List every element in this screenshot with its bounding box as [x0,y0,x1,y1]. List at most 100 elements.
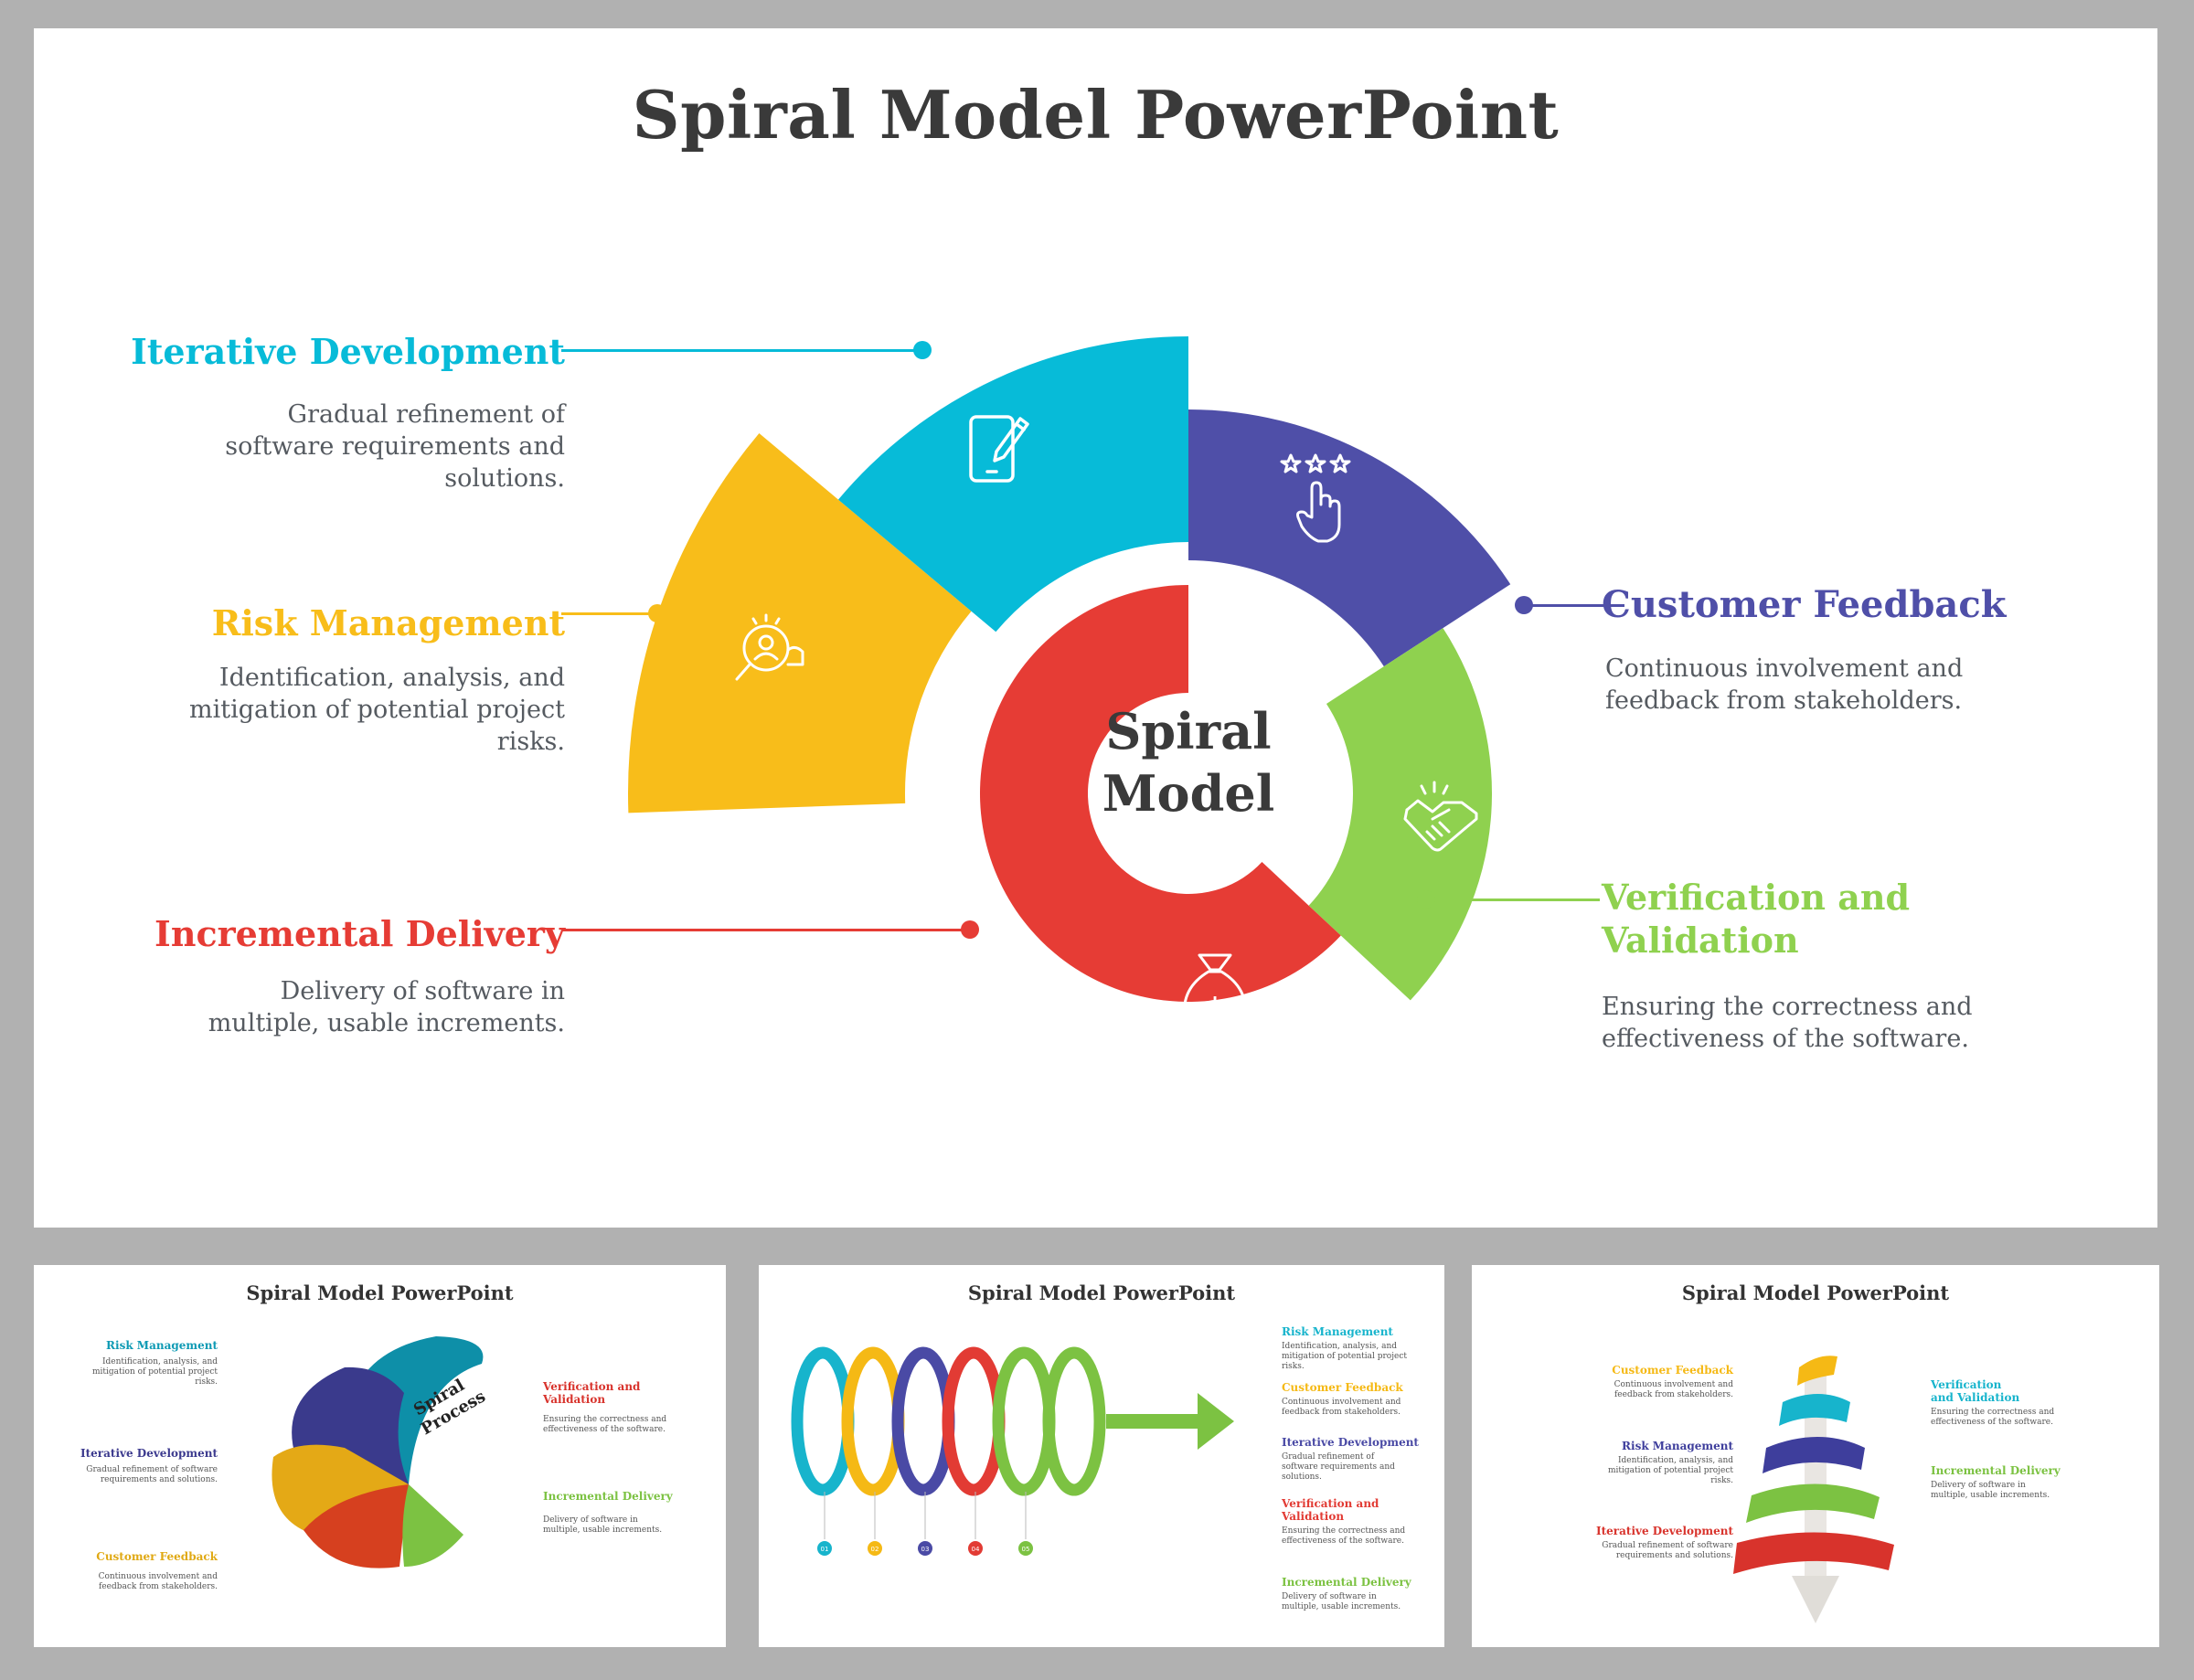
thumb-title: Spiral Model PowerPoint [246,1281,514,1304]
item-description: Ensuring the correctness and effectivene… [1282,1526,1406,1546]
item-heading: Incremental Delivery [1282,1576,1411,1589]
stage-heading: Customer Feedback [1602,583,2007,626]
step-number-badge [968,1541,983,1556]
item-heading: Customer Feedback [1612,1364,1733,1377]
tree-arrow-head [1792,1576,1839,1623]
step-number: 04 [972,1546,980,1553]
item-heading: Verification and Validation [1931,1378,2020,1404]
coil-loop [841,1346,905,1496]
item-heading: Verification and Validation [1282,1497,1379,1523]
thumbnail-slide-3[interactable]: Spiral Model PowerPoint Customer Feedbac… [1472,1265,2159,1647]
ribbon-segment [1746,1483,1880,1523]
spiral-fan-diagram: Spiral Process [272,1336,489,1568]
coil-loop [1042,1346,1106,1496]
stage-heading-line2: Validation [1602,920,1799,961]
step-number: 02 [871,1546,879,1553]
item-description: Ensuring the correctness and effectivene… [543,1415,667,1434]
coil-loop [942,1346,1006,1496]
connector-dot [913,341,932,359]
coil-loop [992,1346,1056,1496]
item-description: Identification, analysis, and mitigation… [1282,1342,1407,1371]
connector-line [1426,898,1600,901]
item-description: Delivery of software in multiple, usable… [543,1515,663,1535]
thumbnail-slide-2[interactable]: Spiral Model PowerPoint 01 02 03 04 05 Risk … [759,1265,1444,1647]
main-slide[interactable]: Spiral Model PowerPoint [34,28,2157,1228]
step-number-badge [817,1541,832,1556]
item-heading: Iterative Development [1596,1525,1733,1537]
item-description: Identification, analysis, and mitigation… [92,1357,218,1387]
segment-incremental-delivery [979,585,1341,1003]
item-heading: Risk Management [1622,1440,1733,1452]
item-description: Continuous involvement and feedback from… [1282,1398,1401,1417]
stage-description: Continuous involvement and feedback from… [1605,654,1964,715]
item-heading: Iterative Development [1282,1436,1419,1449]
stage-description: Identification, analysis, and mitigation… [189,664,565,756]
step-number-badge [868,1541,882,1556]
spiral-diagram: $ Spiral Model [627,336,1511,1041]
stage-description: Delivery of software in multiple, usable… [208,977,565,1037]
item-heading: Risk Management [1282,1325,1393,1338]
thumb-title: Spiral Model PowerPoint [967,1281,1236,1304]
connector-dot [961,920,979,939]
svg-text:$: $ [1203,992,1226,1029]
stage-heading: Incremental Delivery [154,913,565,954]
segment-iterative-development [837,336,1188,633]
thumbnail-slide-1[interactable]: Spiral Model PowerPoint Spiral Process R… [34,1265,726,1647]
segment-risk-management [627,432,972,813]
slide-title: Spiral Model PowerPoint [632,76,1560,154]
stage-description: Gradual refinement of software requireme… [225,400,565,493]
money-bag-icon: $ [1183,953,1247,1041]
connector-line [1524,604,1624,607]
center-label-line2: Model [1102,764,1274,823]
ribbon-segment [1763,1437,1865,1473]
item-heading: Customer Feedback [1282,1381,1403,1394]
fan-segment [304,1484,409,1568]
step-number-badge [1018,1541,1033,1556]
coil-loop [891,1346,955,1496]
stage-heading: Verification and [1602,877,1911,918]
stage-heading: Iterative Development [131,331,565,372]
thumb-title: Spiral Model PowerPoint [1681,1281,1950,1304]
connector-dot [648,604,666,622]
item-description: Delivery of software in multiple, usable… [1931,1481,2050,1500]
step-number-badge [918,1541,932,1556]
step-number: 03 [921,1546,930,1553]
item-heading: Incremental Delivery [1931,1464,2061,1477]
item-description: Gradual refinement of software requireme… [1602,1541,1733,1560]
item-description: Identification, analysis, and mitigation… [1608,1456,1733,1485]
handshake-icon [1403,781,1478,852]
item-heading: Risk Management [106,1339,218,1352]
tablet-pencil-icon [969,415,1029,483]
item-description: Continuous involvement and feedback from… [98,1572,218,1591]
connector-line [561,929,969,931]
ribbon-segment [1779,1394,1850,1426]
fan-segment [402,1484,463,1567]
magnifier-person-icon [735,613,804,681]
item-description: Continuous involvement and feedback from… [1614,1380,1733,1399]
segment-customer-feedback [1188,409,1511,667]
item-description: Gradual refinement of software requireme… [86,1465,218,1484]
coil-spiral-diagram: 01 02 03 04 05 [791,1346,1234,1556]
coil-loop [791,1346,855,1496]
stars-hand-icon [1280,453,1351,543]
item-heading: Iterative Development [80,1447,218,1460]
connector-line [561,612,656,615]
step-number: 01 [821,1546,829,1553]
item-description: Gradual refinement of software requireme… [1282,1452,1395,1482]
stage-heading: Risk Management [211,602,565,643]
arrow-right [1106,1393,1234,1450]
stage-description: Ensuring the correctness and effectivene… [1602,993,1973,1053]
item-heading: Incremental Delivery [543,1490,673,1503]
segment-verification-validation [1308,628,1492,1001]
ribbon-segment [1733,1532,1894,1574]
fan-segment [272,1444,409,1539]
ribbon-segment [1797,1356,1837,1386]
spiral-tree-diagram [1733,1356,1894,1623]
connector-line [561,349,921,352]
step-number: 05 [1022,1546,1030,1553]
center-label-line1: Spiral [1105,702,1271,760]
item-heading: Verification and Validation [543,1380,641,1406]
item-description: Ensuring the correctness and effectivene… [1931,1408,2055,1427]
item-description: Delivery of software in multiple, usable… [1282,1592,1401,1611]
item-heading: Customer Feedback [96,1550,218,1563]
